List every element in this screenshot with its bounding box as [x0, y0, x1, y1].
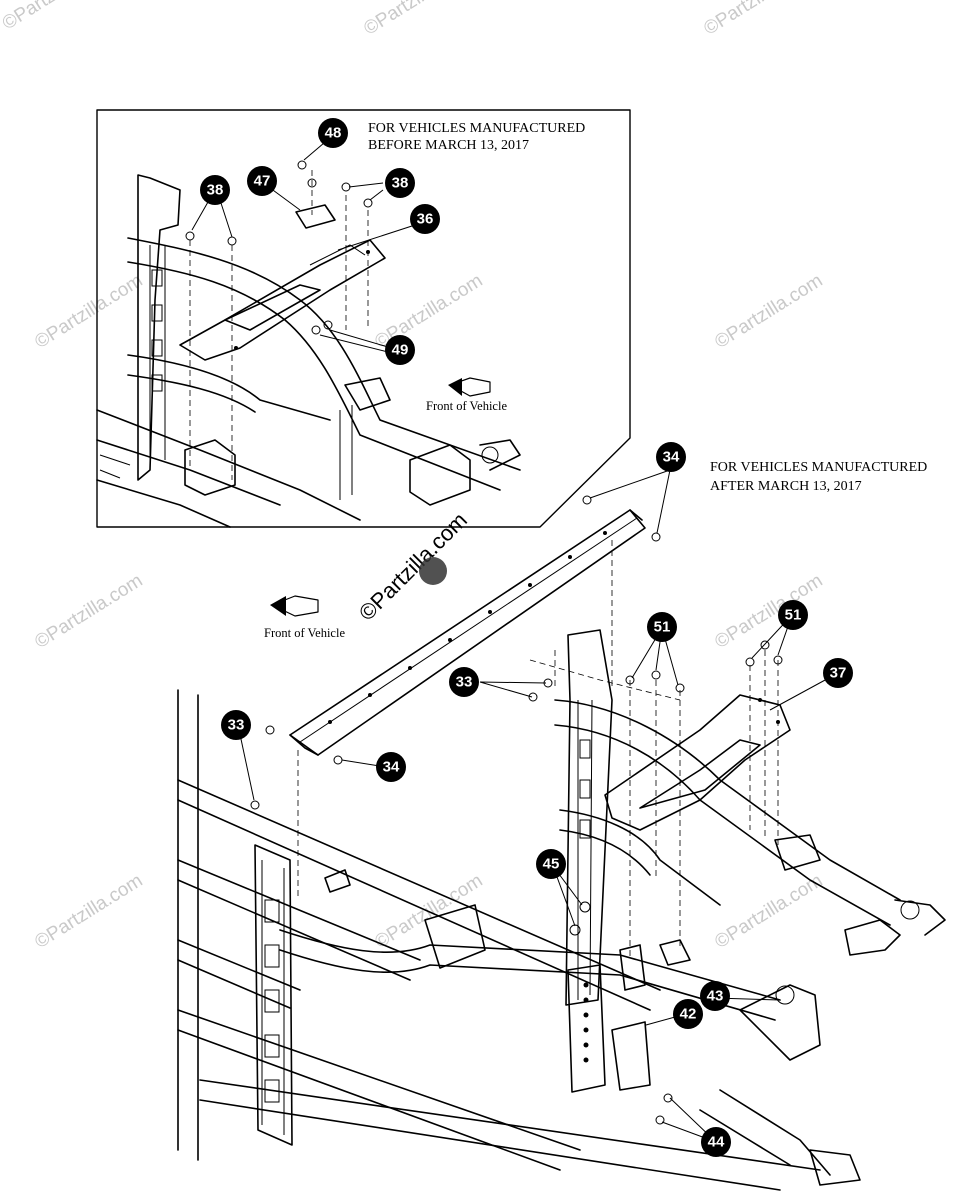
svg-text:34: 34	[663, 449, 680, 466]
watermark: ©Partzilla.com	[31, 870, 146, 953]
callout-47[interactable]: 47	[247, 166, 277, 196]
callout-42[interactable]: 42	[673, 999, 703, 1029]
callout-43[interactable]: 43	[700, 981, 730, 1011]
callout-33[interactable]: 33	[221, 710, 251, 740]
watermark: ©Partzilla.com	[700, 0, 815, 40]
callout-45[interactable]: 45	[536, 849, 566, 879]
svg-text:43: 43	[707, 988, 724, 1005]
svg-text:34: 34	[383, 759, 400, 776]
inset-panel	[96, 109, 631, 528]
callout-33[interactable]: 33	[449, 667, 479, 697]
watermark: ©Partzilla.com	[711, 870, 826, 953]
callout-34[interactable]: 34	[656, 442, 686, 472]
front-of-vehicle-label-inset: Front of Vehicle	[426, 399, 507, 413]
watermark: ©Partzilla.com	[31, 570, 146, 653]
svg-text:45: 45	[543, 856, 560, 873]
callout-44[interactable]: 44	[701, 1127, 731, 1157]
svg-text:38: 38	[392, 175, 409, 192]
svg-text:37: 37	[830, 665, 847, 682]
watermark: ©Partzilla.com	[0, 0, 114, 34]
callout-51[interactable]: 51	[778, 600, 808, 630]
svg-text:33: 33	[228, 717, 245, 734]
callouts: 48 47 38 38 36 49 34 51 51 37 33 33 34 4…	[200, 118, 853, 1157]
note-before-line2: BEFORE MARCH 13, 2017	[368, 138, 529, 153]
svg-text:36: 36	[417, 211, 434, 228]
callout-38[interactable]: 38	[200, 175, 230, 205]
front-of-vehicle-label-main: Front of Vehicle	[264, 626, 345, 640]
callout-49[interactable]: 49	[385, 335, 415, 365]
watermark: ©Partzilla.com	[711, 270, 826, 353]
note-after-line2: AFTER MARCH 13, 2017	[710, 479, 862, 494]
svg-text:44: 44	[708, 1134, 725, 1151]
callout-37[interactable]: 37	[823, 658, 853, 688]
watermark: ©Partzilla.com	[360, 0, 475, 40]
callout-35[interactable]	[419, 557, 447, 585]
callout-48[interactable]: 48	[318, 118, 348, 148]
bolt-icon	[250, 495, 783, 1125]
svg-text:42: 42	[680, 1006, 697, 1023]
callout-34[interactable]: 34	[376, 752, 406, 782]
svg-text:38: 38	[207, 182, 224, 199]
watermark: ©Partzilla.com	[31, 270, 146, 353]
note-after-line1: FOR VEHICLES MANUFACTURED	[710, 460, 927, 475]
watermark-center: ©Partzilla.com	[354, 507, 472, 625]
svg-text:48: 48	[325, 125, 342, 142]
svg-text:49: 49	[392, 342, 409, 359]
svg-text:33: 33	[456, 674, 473, 691]
callout-36[interactable]: 36	[410, 204, 440, 234]
svg-text:51: 51	[654, 619, 671, 636]
callout-38[interactable]: 38	[385, 168, 415, 198]
note-before-line1: FOR VEHICLES MANUFACTURED	[368, 121, 585, 136]
svg-text:51: 51	[785, 607, 802, 624]
svg-text:47: 47	[254, 173, 271, 190]
main-assembly	[177, 469, 946, 1191]
callout-51[interactable]: 51	[647, 612, 677, 642]
